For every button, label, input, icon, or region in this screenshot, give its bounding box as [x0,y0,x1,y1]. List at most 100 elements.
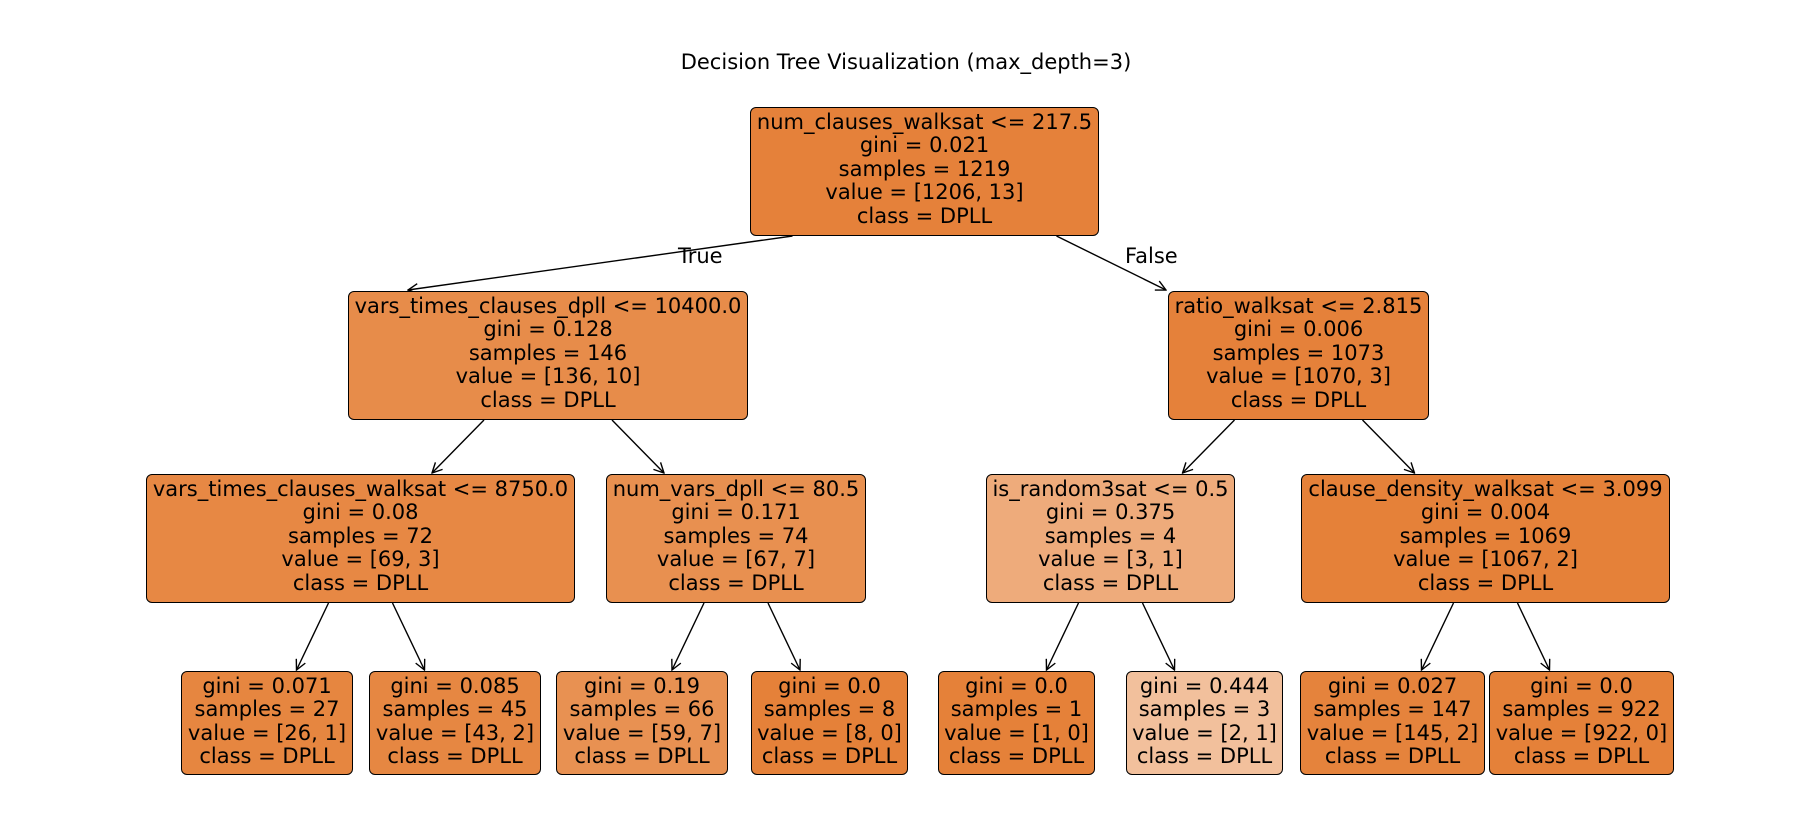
node-text-line: value = [8, 0] [757,720,902,745]
node-text-line: value = [26, 1] [187,720,347,745]
node-text-line: samples = 1 [950,697,1083,722]
node-text-line: samples = 74 [663,523,809,548]
node-text-line: value = [59, 7] [562,720,722,745]
node-text-line: class = DPLL [1136,744,1273,769]
tree-edge-arrow [297,602,330,670]
node-text-line: gini = 0.0 [1530,674,1633,698]
tree-edge-arrow [1056,235,1167,290]
node-text-line: vars_times_clauses_dpll <= 10400.0 [354,294,742,318]
node-text-line: value = [922, 0] [1495,720,1668,745]
node-text-line: class = DPLL [856,203,993,228]
node-text-line: samples = 45 [382,697,528,722]
node-text-line: gini = 0.375 [1045,500,1176,525]
node-text-line: gini = 0.006 [1233,317,1364,342]
figure-title: Decision Tree Visualization (max_depth=3… [680,50,1132,74]
node-text-line: ratio_walksat <= 2.815 [1174,294,1423,318]
node-text-line: samples = 27 [194,697,340,722]
node-text-line: samples = 1073 [1212,340,1385,365]
node-text-line: value = [136, 10] [455,364,641,389]
tree-edge-arrow [1141,602,1175,670]
node-text-line: samples = 66 [569,697,715,722]
tree-edge-arrow [672,602,705,670]
node-text-line: value = [43, 2] [375,720,535,745]
node-text-line: value = [145, 2] [1306,720,1479,745]
edge-label-true: True [678,244,723,268]
tree-edge-arrow [1516,602,1550,670]
node-text-line: gini = 0.08 [302,500,419,525]
node-text-line: gini = 0.0 [778,674,881,698]
node-text-line: samples = 147 [1313,697,1472,722]
node-text-line: gini = 0.444 [1139,674,1270,698]
tree-edge-arrow [1422,602,1455,670]
edge-label-false: False [1125,244,1178,268]
node-text-line: class = DPLL [1417,570,1554,595]
node-text-line: samples = 1219 [838,156,1011,181]
node-text-line: samples = 146 [468,340,628,365]
node-text-line: is_random3sat <= 0.5 [992,477,1229,501]
tree-edge-arrow [611,419,664,473]
node-text-line: value = [2, 1] [1132,720,1277,745]
tree-edge-arrow [391,602,425,670]
node-text-line: gini = 0.027 [1327,674,1458,698]
node-text-line: class = DPLL [1230,387,1367,412]
node-text-line: value = [1067, 2] [1393,547,1578,572]
node-text-line: gini = 0.085 [390,674,520,698]
node-text-line: class = DPLL [480,387,616,412]
node-text-line: value = [1206, 13] [825,180,1024,205]
node-text-line: samples = 4 [1044,523,1177,548]
node-text-line: value = [1070, 3] [1206,364,1391,389]
node-text-line: class = DPLL [1324,744,1461,769]
node-text-line: num_clauses_walksat <= 217.5 [756,110,1093,134]
node-text-line: samples = 72 [288,523,433,548]
node-text-line: value = [3, 1] [1038,547,1183,572]
node-text-line: gini = 0.19 [583,674,700,698]
node-text-line: class = DPLL [948,744,1085,769]
node-text-line: gini = 0.021 [859,133,990,158]
tree-edge-arrow [1047,602,1080,670]
tree-edge-arrow [1362,419,1415,473]
node-text-line: class = DPLL [1513,744,1650,769]
node-text-line: value = [69, 3] [281,547,440,572]
node-text-line: num_vars_dpll <= 80.5 [612,477,860,501]
node-text-line: class = DPLL [1042,570,1179,595]
node-text-line: class = DPLL [574,744,710,769]
node-text-line: samples = 922 [1502,697,1661,722]
node-text-line: samples = 8 [763,697,896,722]
tree-edge-arrow [767,602,800,670]
node-text-line: class = DPLL [668,570,804,595]
node-text-line: gini = 0.0 [965,674,1068,698]
node-text-line: class = DPLL [292,570,429,595]
node-text-line: gini = 0.171 [671,500,801,525]
node-text-line: clause_density_walksat <= 3.099 [1308,477,1663,501]
node-text-line: class = DPLL [761,744,898,769]
node-text-line: vars_times_clauses_walksat <= 8750.0 [152,477,569,501]
node-text-line: samples = 3 [1138,697,1271,722]
node-text-line: gini = 0.004 [1420,500,1551,525]
tree-edge-arrow [432,419,485,473]
node-text-line: class = DPLL [387,744,523,769]
node-text-line: class = DPLL [199,744,335,769]
tree-edge-arrow [1183,419,1235,473]
node-text-line: value = [67, 7] [656,547,816,572]
tree-edge-arrow [408,235,793,290]
node-text-line: gini = 0.128 [483,317,613,342]
node-text-line: gini = 0.071 [202,674,332,698]
node-text-line: value = [1, 0] [944,720,1089,745]
